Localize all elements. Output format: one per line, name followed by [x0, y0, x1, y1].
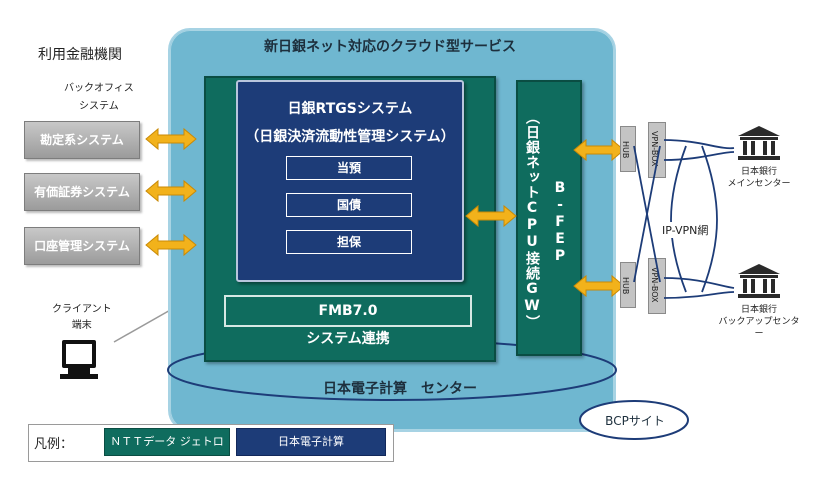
bank-main-label: 日本銀行 メインセンター [727, 167, 791, 189]
rtgs-item-kokusai: 国債 [286, 193, 412, 217]
rtgs-item-toyo: 当預 [286, 156, 412, 180]
client-label: クライアント 端末 [52, 304, 112, 331]
data-center-label: 日本電子計算 センター [323, 381, 477, 397]
left-header: 利用金融機関 [38, 47, 122, 63]
system-koza: 口座管理システム [24, 227, 140, 265]
computer-terminal-icon [60, 340, 98, 379]
hub-top [620, 126, 636, 172]
fep-label: B-FEP [552, 180, 568, 265]
system-yuka: 有価証券システム [24, 173, 140, 211]
fmb-box: FMB7.0 [224, 295, 472, 327]
cloud-title: 新日銀ネット対応のクラウド型サービス [264, 39, 516, 55]
renkei-label: システム連携 [306, 331, 390, 347]
ipvpn-label: IP-VPN網 [660, 222, 711, 238]
vpn-box-bottom-label: VPN-BOX [650, 267, 659, 303]
rtgs-item-tanpo: 担保 [286, 230, 412, 254]
system-kanjo: 勘定系システム [24, 121, 140, 159]
bcp-label: BCPサイト [605, 414, 665, 428]
vpn-box-top-label: VPN-BOX [650, 131, 659, 167]
bank-building-icon [738, 126, 780, 160]
hub-bottom-label: HUB [621, 277, 630, 295]
legend-jip: 日本電子計算 [236, 428, 386, 456]
bank-building-icon [738, 264, 780, 298]
legend-label: 凡例： [34, 437, 74, 452]
backoffice-label: バックオフィス システム [64, 83, 134, 112]
legend-ntt: ＮＴＴデータ ジェトロニクス [104, 428, 230, 474]
bank-backup-label: 日本銀行 バックアップセンター [718, 305, 800, 339]
bcp-ellipse [579, 400, 689, 440]
rtgs-title: 日銀RTGSシステム [287, 101, 413, 117]
hub-bottom [620, 262, 636, 308]
vpn-box-top [648, 122, 666, 178]
bfep-box [516, 80, 582, 356]
hub-top-label: HUB [621, 141, 630, 159]
fep-gw-label: （日銀ネットCPU接続GW） [524, 110, 540, 330]
vpn-box-bottom [648, 258, 666, 314]
rtgs-subtitle: （日銀決済流動性管理システム） [245, 129, 455, 145]
